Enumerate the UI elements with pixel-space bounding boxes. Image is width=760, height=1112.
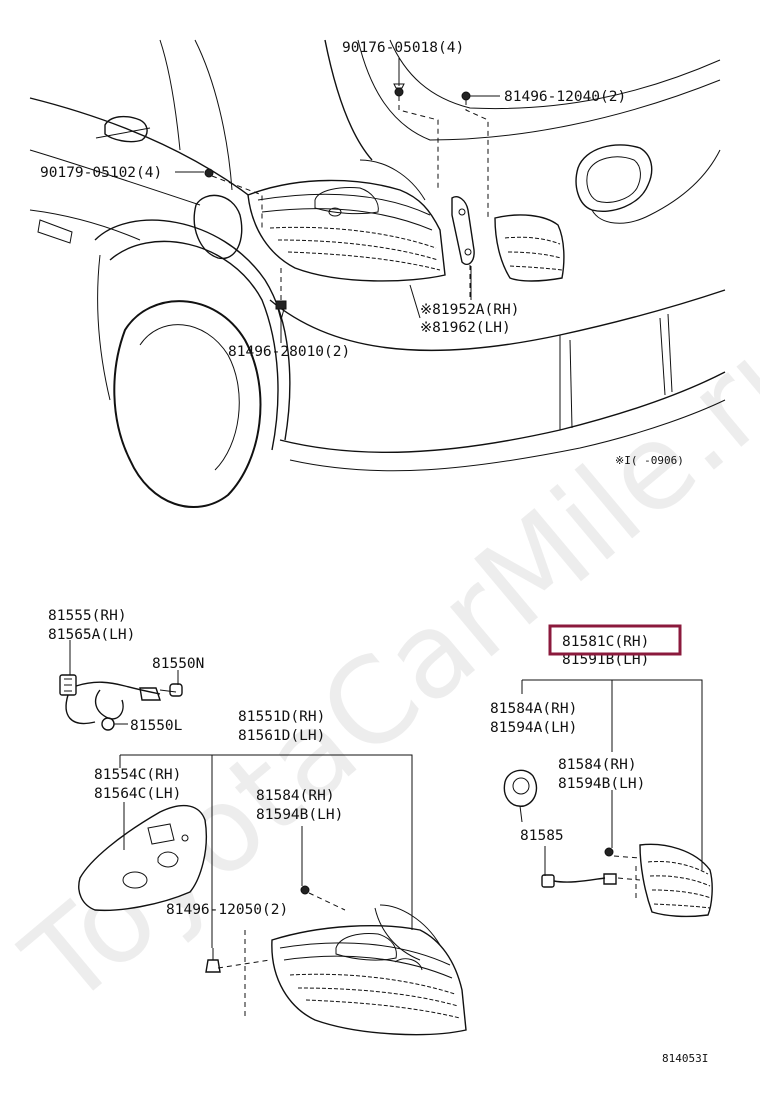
part-label-81551d: 81551D(RH) <box>238 709 325 725</box>
part-label-81564c: 81564C(LH) <box>94 786 181 802</box>
part-label-81584-left: 81584(RH) <box>256 788 335 804</box>
part-label-81561d: 81561D(LH) <box>238 728 325 744</box>
part-label-81565a: 81565A(LH) <box>48 627 135 643</box>
part-label-81554c: 81554C(RH) <box>94 767 181 783</box>
part-label-81952a: ※81952A(RH) <box>420 302 519 318</box>
part-label-81550n: 81550N <box>152 656 204 672</box>
right-assembly-illustration <box>503 769 713 918</box>
part-label-81594b-right: 81594B(LH) <box>558 776 645 792</box>
part-label-81584-right: 81584(RH) <box>558 757 637 773</box>
part-label-81584a: 81584A(RH) <box>490 701 577 717</box>
part-label-81555: 81555(RH) <box>48 608 127 624</box>
part-label-81496-28010: 81496-28010(2) <box>228 344 350 360</box>
part-label-81962: ※81962(LH) <box>420 320 511 336</box>
part-label-81550l: 81550L <box>130 718 183 734</box>
part-label-81585: 81585 <box>520 828 564 844</box>
left-assembly-illustration <box>59 674 467 1036</box>
part-label-81581c-highlighted[interactable]: 81581C(RH) <box>562 634 649 650</box>
vehicle-rear-illustration <box>29 39 726 509</box>
highlight-background <box>552 628 678 652</box>
highlight-box <box>548 624 682 656</box>
part-label-90176-05018: 90176-05018(4) <box>342 40 464 56</box>
part-label-81496-12040: 81496-12040(2) <box>504 89 626 105</box>
part-label-81594a: 81594A(LH) <box>490 720 577 736</box>
figure-code: 814053I <box>662 1052 708 1065</box>
part-label-81496-12050: 81496-12050(2) <box>166 902 288 918</box>
part-label-81594b-left: 81594B(LH) <box>256 807 343 823</box>
part-label-81591b: 81591B(LH) <box>562 652 649 668</box>
part-label-90179-05102: 90179-05102(4) <box>40 165 162 181</box>
applicability-note: ※I( -0906) <box>615 454 684 467</box>
